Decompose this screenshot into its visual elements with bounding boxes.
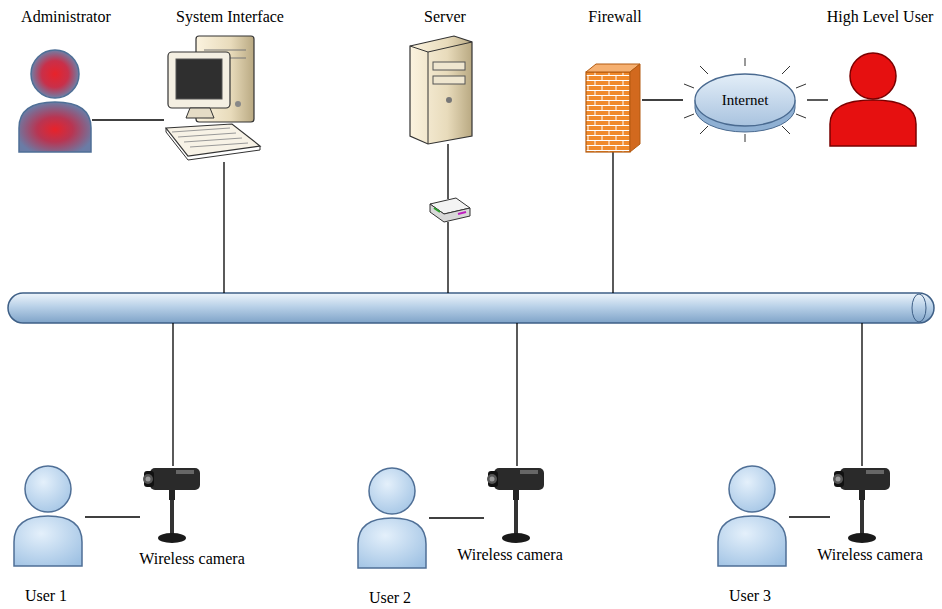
router-icon: [430, 198, 470, 222]
administrator-icon: [19, 50, 91, 152]
computer-node: System Interface: [164, 34, 262, 160]
server-icon: [410, 36, 472, 144]
node-label: Server: [424, 8, 466, 26]
user-icon: [358, 468, 426, 568]
user-node: User 3: [715, 458, 789, 570]
node-label: Wireless camera: [139, 550, 245, 568]
internet-node: Internet: [683, 58, 807, 142]
connector-line: [807, 99, 828, 100]
node-label: Wireless camera: [817, 546, 923, 564]
node-label: Administrator: [21, 8, 111, 26]
node-label: High Level User: [827, 8, 934, 26]
internet-cloud-icon: [684, 58, 806, 142]
user-icon: [718, 466, 786, 566]
camera-icon: [487, 468, 544, 543]
network-bus: [8, 293, 934, 323]
connector-line: [642, 99, 683, 100]
node-label: User 3: [729, 587, 771, 605]
server-node: Server: [408, 34, 474, 146]
node-label: Wireless camera: [457, 546, 563, 564]
firewall-icon: [586, 64, 640, 152]
node-label: System Interface: [176, 8, 284, 26]
connector-line: [85, 516, 140, 517]
bus-drops: [173, 144, 862, 466]
bus-end: [912, 294, 926, 322]
computer-icon: [166, 36, 260, 160]
firewall-node: Firewall: [584, 62, 642, 154]
connector-line: [789, 516, 830, 517]
user-node: High Level User: [828, 52, 918, 148]
node-label: Firewall: [588, 8, 641, 26]
camera-icon: [143, 468, 200, 543]
administrator-node: Administrator: [18, 48, 92, 152]
camera-node: Wireless camera: [484, 462, 548, 546]
user-node: User 1: [11, 458, 85, 570]
camera-node: Wireless camera: [140, 462, 204, 546]
camera-node: Wireless camera: [830, 462, 894, 546]
node-label: User 2: [369, 589, 411, 607]
camera-icon: [833, 468, 890, 543]
connector-line: [429, 517, 484, 518]
node-text: Internet: [722, 92, 769, 109]
user-node: User 2: [355, 460, 429, 572]
node-label: User 1: [25, 587, 67, 605]
high-level-user-icon: [830, 53, 916, 146]
user-icon: [14, 466, 82, 566]
connector-line: [92, 119, 164, 120]
